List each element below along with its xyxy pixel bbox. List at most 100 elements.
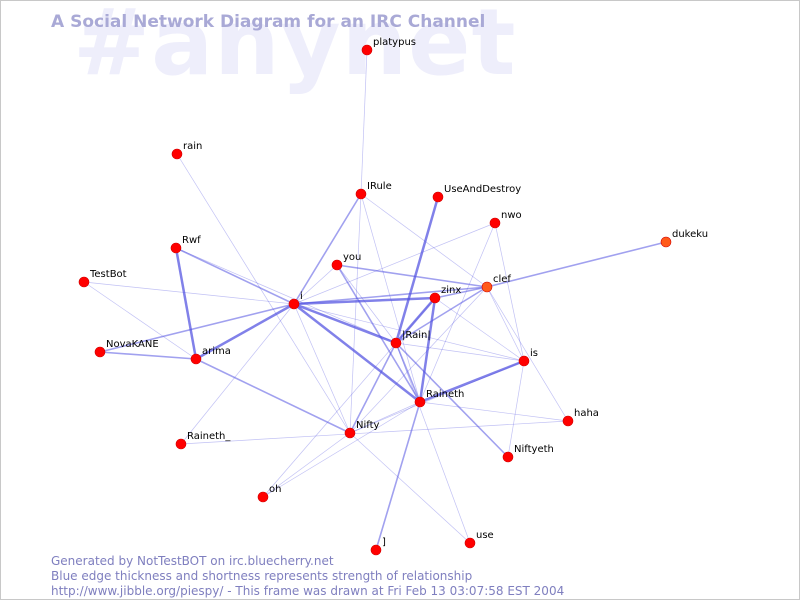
node-dot [331,259,343,271]
edge-IRainI-Nifty [349,342,397,434]
edge-dukeku-clef [486,241,667,288]
edge-clef-Nifty [349,286,488,434]
node-is: is [518,348,538,367]
node-label: haha [574,408,599,419]
node-label: you [343,252,361,263]
node-Nifty: Nifty [344,420,380,439]
node-nwo: nwo [489,210,522,229]
edge-i-nwo [293,222,496,305]
node-label: clef [493,274,511,285]
edge-Rwf-IRainI [175,247,397,344]
edge-Raineth-bracket [375,401,421,551]
node-label: nwo [501,210,522,221]
node-dukeku: dukeku [660,229,708,248]
node-haha: haha [562,408,599,427]
edge-nwo-Raineth [419,222,496,403]
node-label: ] [382,537,386,548]
edge-IRainI-Niftyeth [395,342,509,458]
edge-Raineth_-haha [180,420,569,445]
node-dot [190,353,202,365]
edge-TestBot-arima [83,281,197,360]
edge-zinx-Raineth [418,297,437,403]
footer-legend-note: Blue edge thickness and shortness repres… [51,569,473,583]
edge-clef-is [486,286,525,362]
edge-platypus-IRule [360,49,368,195]
node-use: use [464,530,494,549]
node-dot [175,438,187,450]
node-IRainI: |Rain| [390,330,431,349]
node-dot [432,191,444,203]
edge-Raineth-haha [419,401,569,422]
edge-i-Raineth_ [180,303,295,445]
node-dot [390,337,402,349]
node-label: platypus [373,37,416,48]
node-dot [518,355,530,367]
node-label: dukeku [672,229,708,240]
edge-i-zinx [293,296,436,306]
edge-NovaKANE-arima [99,351,197,360]
edge-i-Nifty [293,303,351,434]
edge-i-you [293,264,338,305]
edge-zinx-is [434,297,525,362]
node-dot [562,415,574,427]
edge-rain-Nifty [176,153,351,434]
footer-info: Generated by NotTestBOT on irc.bluecherr… [51,554,564,599]
edge-zinx-oh [262,297,436,498]
node-dot [171,148,183,160]
node-dot [464,537,476,549]
node-label: zinx [441,285,461,296]
node-NovaKANE: NovaKANE [94,339,159,358]
node-dot [489,217,501,229]
node-platypus: platypus [361,37,416,56]
node-label: TestBot [89,269,127,280]
footer-url-timestamp: http://www.jibble.org/piespy/ - This fra… [51,584,565,598]
edge-TestBot-i [83,281,295,305]
node-label: arima [202,346,231,357]
edge-zinx-IRainI [395,297,436,344]
node-dot [257,491,269,503]
edge-you-clef [336,264,488,288]
edge-IRainI-is [395,342,525,362]
node-i: i [288,291,303,310]
node-label: UseAndDestroy [444,184,521,195]
edge-clef-haha [486,286,569,422]
edge-Rwf-arima [174,247,198,360]
node-label: rain [183,141,202,152]
edge-you-Raineth [336,264,421,403]
diagram-title: A Social Network Diagram for an IRC Chan… [51,12,486,32]
edge-i-clef [293,286,488,305]
edge-i-Raineth [293,303,421,403]
node-zinx: zinx [429,285,461,304]
node-arima: arima [190,346,231,365]
edge-i-is [293,303,525,362]
node-oh: oh [257,484,281,503]
node-rain: rain [171,141,202,160]
node-dot [370,544,382,556]
node-Raineth: Raineth [414,389,464,408]
edge-Rwf-i [175,247,295,305]
edge-IRainI-Raineth [395,342,421,403]
edge-arima-i [195,302,295,361]
channel-watermark: #anynet [73,0,517,96]
node-UseAndDestroy: UseAndDestroy [432,184,521,203]
edge-IRainI-use [395,342,471,544]
edge-IRule-Nifty [349,193,362,434]
node-label: Raineth_ [187,431,231,442]
node-dot [502,451,514,463]
node-label: oh [269,484,281,495]
node-dot [481,281,493,293]
node-dot [361,44,373,56]
node-Rwf: Rwf [170,235,201,254]
edges-layer [83,49,667,551]
node-label: IRule [367,181,392,192]
node-label: use [476,530,494,541]
node-Niftyeth: Niftyeth [502,444,554,463]
node-Raineth_: Raineth_ [175,431,231,450]
node-dot [170,242,182,254]
edge-Raineth-is [419,359,525,404]
node-dot [414,396,426,408]
edge-Nifty-use [349,432,471,544]
